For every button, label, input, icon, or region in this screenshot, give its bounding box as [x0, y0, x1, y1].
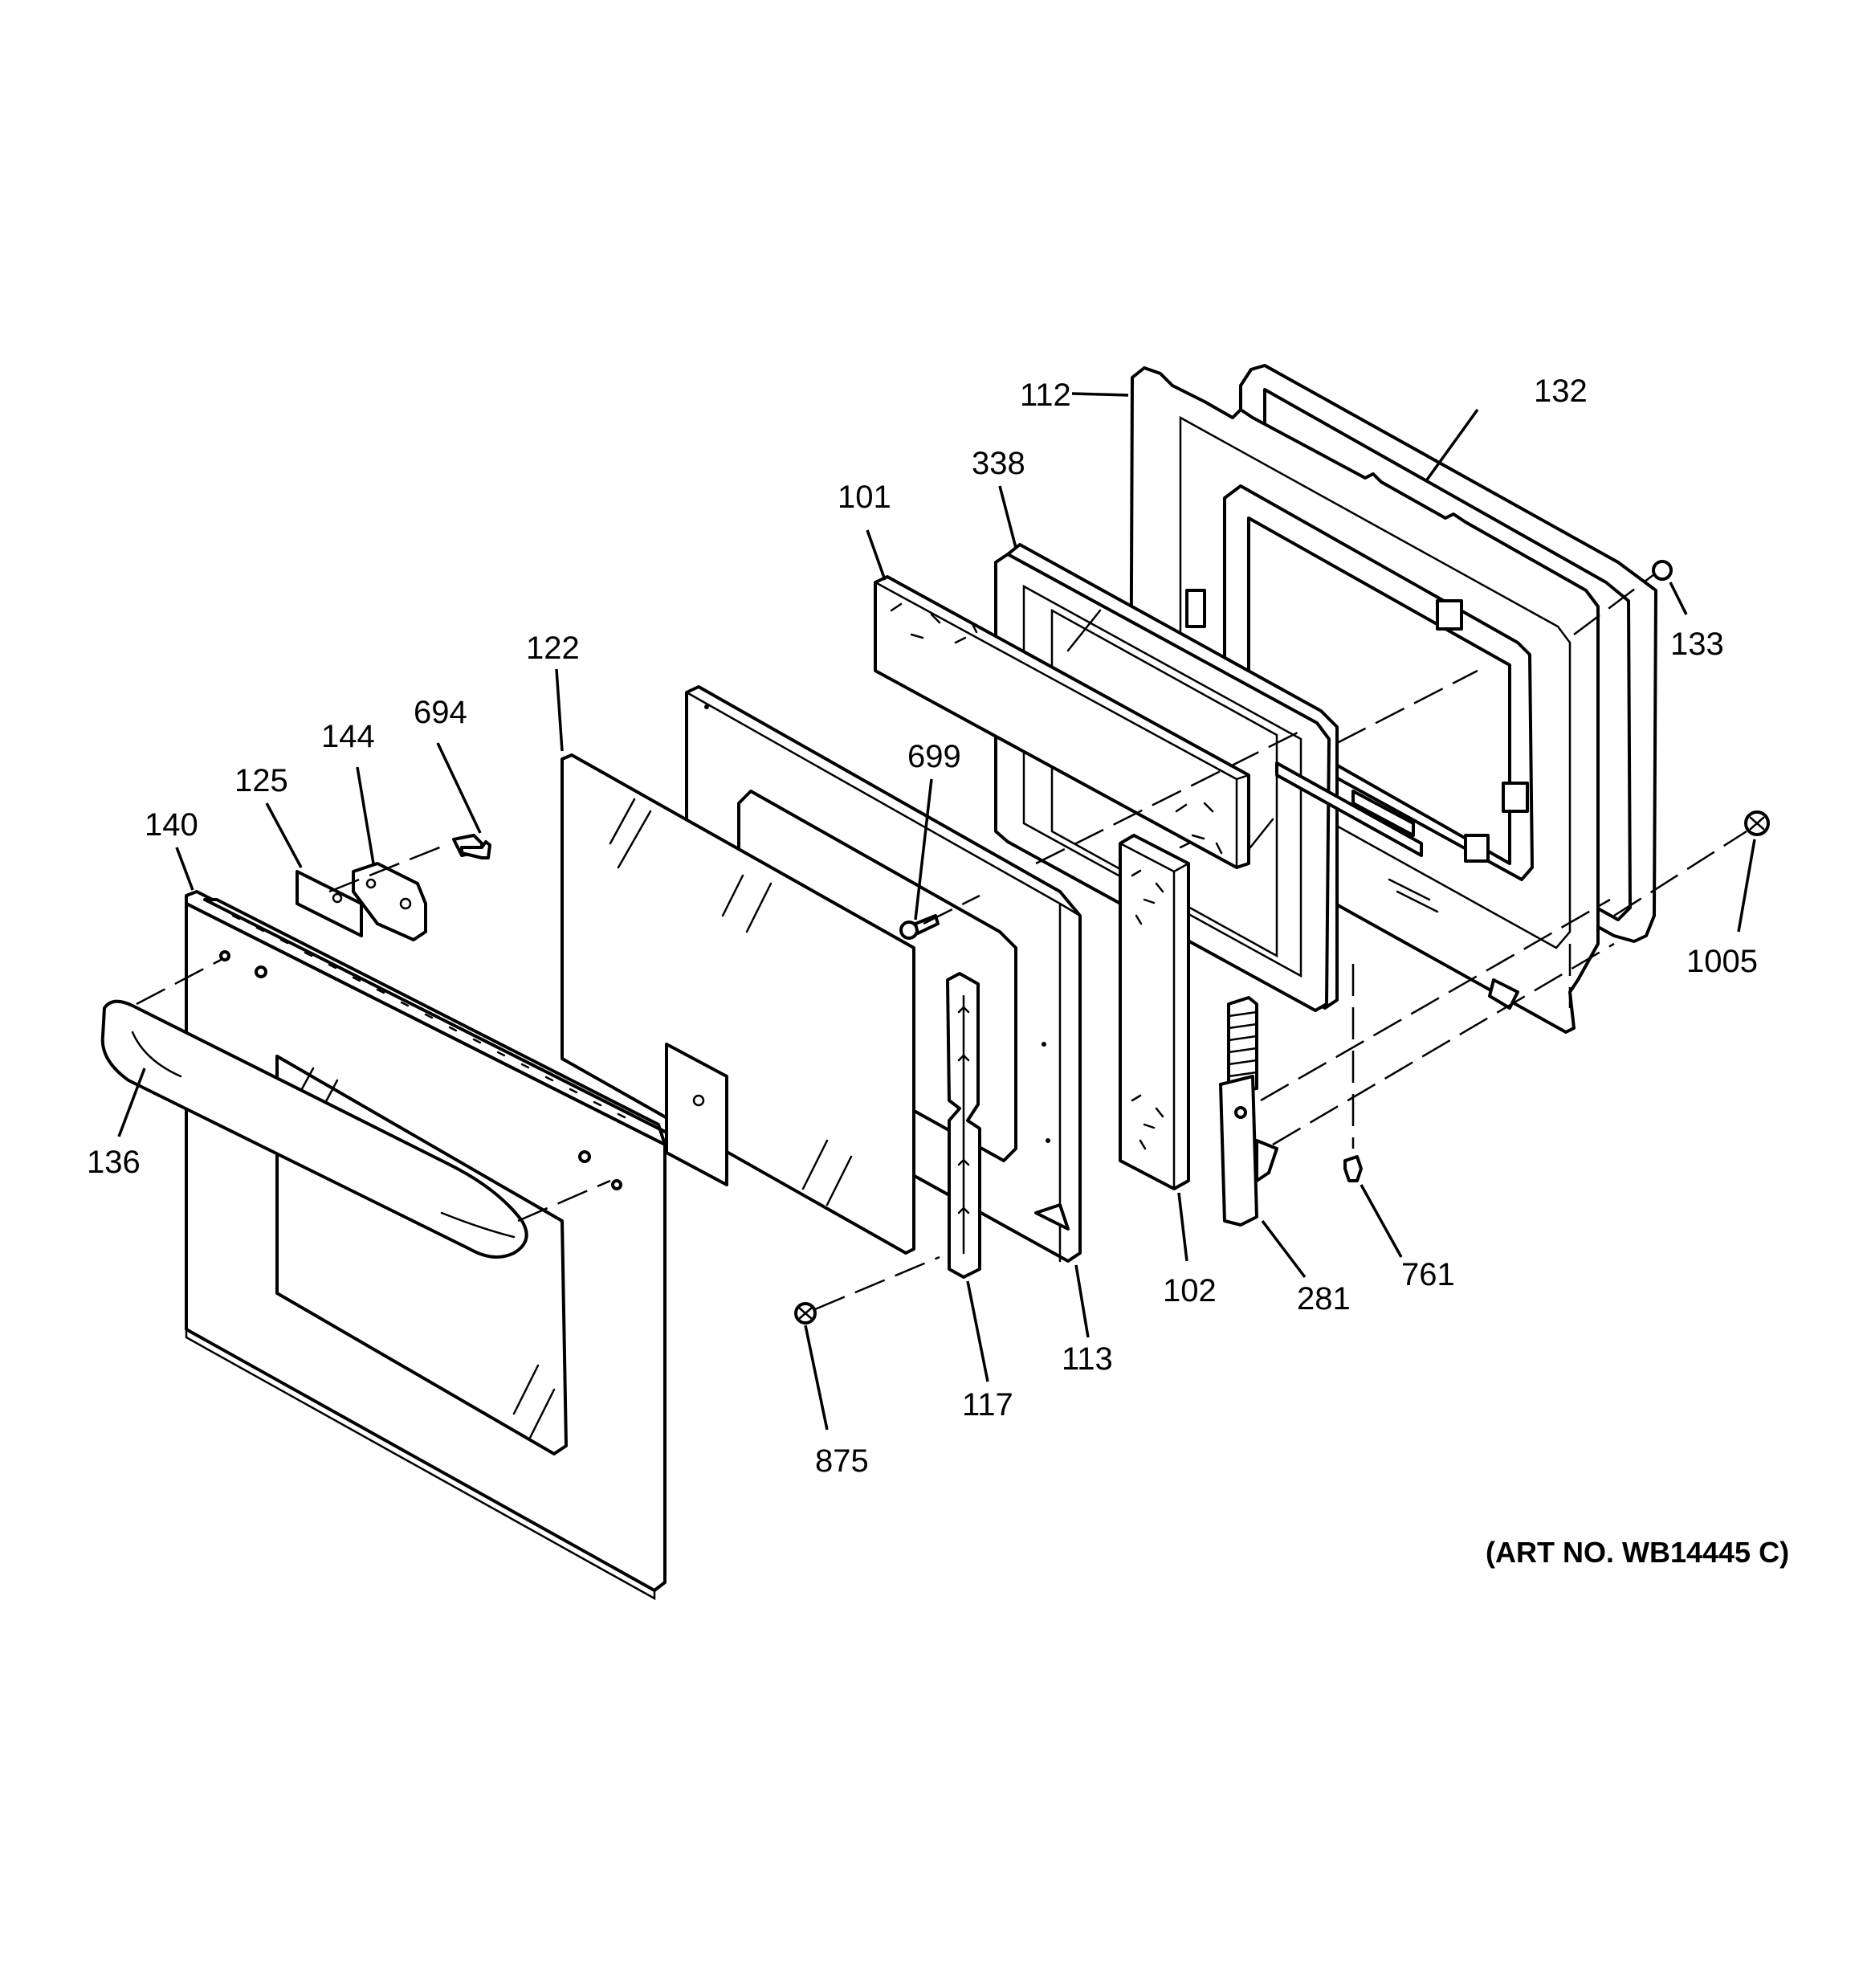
callout-699: 699 [907, 739, 961, 774]
callout-125: 125 [234, 763, 288, 798]
callout-281: 281 [1297, 1281, 1351, 1316]
callout-101: 101 [838, 480, 891, 515]
callout-labels: 112 132 338 101 133 122 694 144 699 125 … [87, 374, 1789, 1569]
callout-761: 761 [1401, 1257, 1455, 1292]
callout-140: 140 [145, 807, 198, 843]
part-694-screw [452, 834, 491, 859]
part-699-screw [899, 914, 940, 940]
part-117-side-channel [946, 972, 981, 1279]
part-761-screw [1343, 1155, 1363, 1182]
callout-122: 122 [526, 631, 580, 666]
part-281-hinge [1219, 996, 1278, 1227]
part-1005-screw [1744, 810, 1770, 836]
assembly-lines [136, 574, 1747, 1311]
callout-112: 112 [1020, 378, 1071, 413]
callout-338: 338 [972, 446, 1025, 481]
callout-136: 136 [87, 1145, 141, 1180]
part-144-bracket [352, 862, 427, 941]
part-102-insulation [1119, 834, 1190, 1190]
callout-132: 132 [1534, 374, 1588, 409]
callout-144: 144 [321, 719, 375, 754]
part-133-screw [1652, 560, 1673, 581]
callout-133: 133 [1670, 627, 1724, 662]
part-136-handle [100, 999, 528, 1259]
part-122-glass [561, 753, 915, 1255]
part-101-insulation [874, 575, 1250, 869]
callout-1005: 1005 [1686, 944, 1758, 979]
callout-117: 117 [962, 1387, 1013, 1423]
art-number: (ART NO. WB14445 C) [1486, 1536, 1789, 1569]
callout-102: 102 [1163, 1273, 1217, 1308]
callout-875: 875 [815, 1443, 869, 1479]
leader-lines [117, 392, 1756, 1431]
callout-694: 694 [414, 695, 467, 730]
callout-113: 113 [1062, 1341, 1113, 1377]
part-112-inner-door [1129, 366, 1600, 1034]
part-875-screw [794, 1302, 817, 1325]
part-125-bracket [296, 870, 728, 1186]
